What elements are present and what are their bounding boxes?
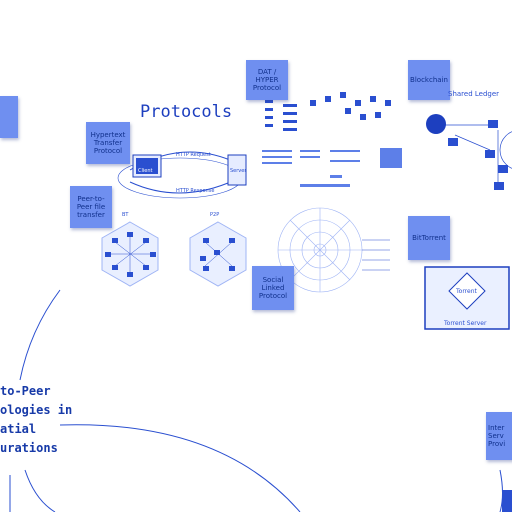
board-title: Protocols (140, 102, 233, 122)
hex-label-bt: BT (122, 212, 129, 218)
note-text: DAT / HYPER Protocol (252, 68, 282, 92)
ledger-label: Shared Ledger (448, 90, 500, 98)
torrent-server-caption: Torrent Server (444, 320, 487, 327)
sticky-note-dat[interactable]: DAT / HYPER Protocol (246, 60, 288, 100)
sticky-note-blockchain[interactable]: Blockchain (408, 60, 450, 100)
note-text: BitTorrent (412, 234, 446, 242)
sticky-note-isp[interactable]: Inter Serv Provi (486, 412, 512, 460)
note-text: Blockchain (410, 76, 448, 84)
hex-label-p2p: P2P (210, 212, 220, 218)
note-text: Hypertext Transfer Protocol (90, 131, 126, 155)
sticky-note-http[interactable]: Hypertext Transfer Protocol (86, 122, 130, 164)
sticky-note-solid[interactable]: Social Linked Protocol (252, 266, 294, 310)
note-text: Peer-to-Peer file transfer (76, 195, 106, 219)
http-response-label: HTTP Response (176, 188, 215, 194)
client-label: Client (138, 168, 153, 174)
server-label: Server (230, 168, 247, 174)
note-text-partial: Inter Serv Provi (488, 424, 506, 448)
sticky-note-p2p[interactable]: Peer-to-Peer file transfer (70, 186, 112, 228)
note-text: Social Linked Protocol (258, 276, 288, 300)
torrent-node-label: Torrent (456, 288, 477, 295)
sticky-note-left[interactable] (0, 96, 18, 138)
sticky-note-bittorrent[interactable]: BitTorrent (408, 216, 450, 260)
bottom-heading: to-Peer ologies in atial urations (0, 384, 73, 455)
http-request-label: HTTP Request (176, 152, 211, 158)
